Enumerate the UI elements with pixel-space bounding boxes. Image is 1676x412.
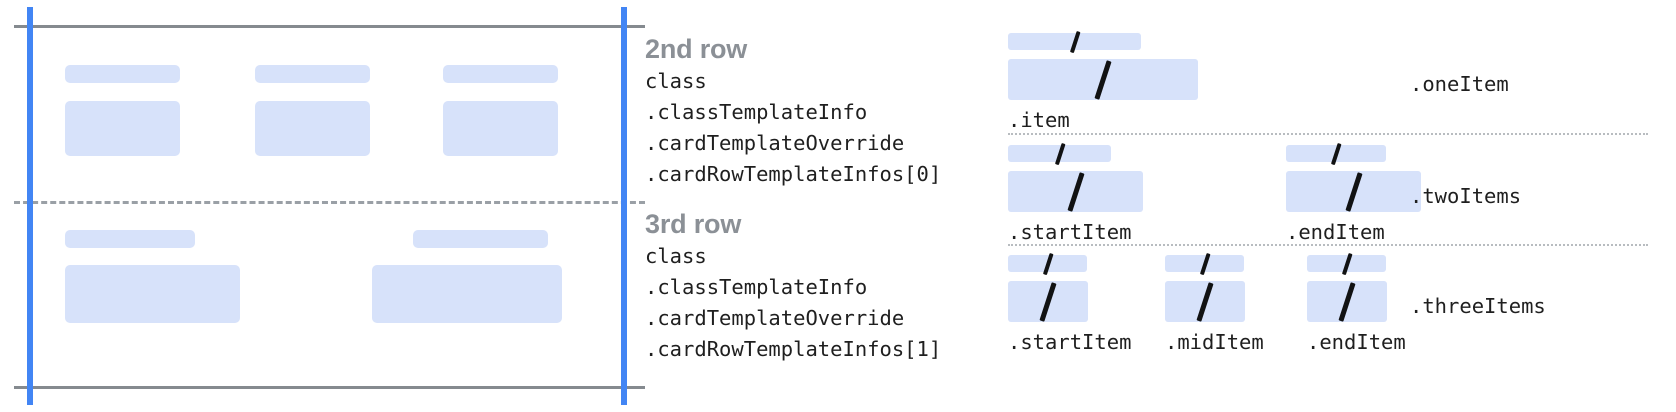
item-label-slot — [1307, 252, 1386, 275]
placeholder-label-bar — [413, 230, 548, 248]
row-code-line: .cardRowTemplateInfos[1] — [645, 337, 942, 361]
item-label-slot — [1165, 252, 1244, 275]
slash-icon — [1341, 252, 1352, 275]
slash-icon — [1039, 281, 1057, 322]
slash-icon — [1344, 171, 1363, 212]
variant-group-label: .threeItems — [1410, 294, 1546, 318]
variant-separator-dotted — [1008, 244, 1648, 246]
row-title: 3rd row — [645, 209, 742, 239]
item-slot-group: .startItem — [1008, 142, 1143, 245]
placeholder-body-block — [65, 101, 180, 156]
item-label-slot — [1008, 252, 1087, 275]
placeholder-label-bar — [443, 65, 558, 83]
placeholder-body-block — [65, 265, 240, 323]
row-title: 2nd row — [645, 34, 748, 64]
slash-icon — [1199, 252, 1210, 275]
third-row-annotation: 3rd row class .classTemplateInfo .cardTe… — [645, 207, 975, 365]
item-label-slot — [1008, 142, 1111, 165]
slash-icon — [1066, 171, 1085, 212]
slash-icon — [1069, 30, 1080, 53]
item-slot-group: .endItem — [1307, 252, 1406, 355]
second-row-annotation: 2nd row class .classTemplateInfo .cardTe… — [645, 32, 975, 190]
item-slot-group: .midItem — [1165, 252, 1264, 355]
placeholder-label-bar — [65, 65, 180, 83]
card-left-guide-line — [27, 7, 33, 405]
item-slot-group: .item — [1008, 30, 1198, 133]
item-caption: .startItem — [1008, 220, 1132, 244]
item-body-slot — [1286, 171, 1421, 212]
item-caption: .endItem — [1307, 330, 1406, 354]
placeholder-body-block — [372, 265, 562, 323]
item-body-slot — [1165, 281, 1245, 322]
variant-separator-dotted — [1008, 133, 1648, 135]
slash-icon — [1330, 142, 1342, 165]
row-code-line: class — [645, 244, 707, 268]
item-slot-group: .startItem — [1008, 252, 1132, 355]
slash-icon — [1094, 59, 1112, 100]
row-code-line: .classTemplateInfo — [645, 100, 868, 124]
item-caption: .midItem — [1165, 330, 1264, 354]
item-slot-group: .endItem — [1286, 142, 1421, 245]
row-divider-dashed-line — [14, 201, 645, 204]
item-variants-panel: .item .oneItem .startItem — [1000, 0, 1676, 412]
item-body-slot — [1307, 281, 1387, 322]
item-caption: .startItem — [1008, 330, 1132, 354]
slash-icon — [1042, 252, 1053, 275]
row-code-line: .cardTemplateOverride — [645, 306, 905, 330]
item-caption: .endItem — [1286, 220, 1385, 244]
item-label-slot — [1008, 30, 1141, 53]
variant-group-label: .twoItems — [1410, 184, 1522, 208]
row-code-line: .classTemplateInfo — [645, 275, 868, 299]
placeholder-body-block — [443, 101, 558, 156]
variant-group-label: .oneItem — [1410, 72, 1509, 96]
item-body-slot — [1008, 59, 1198, 100]
item-body-slot — [1008, 171, 1143, 212]
slash-icon — [1196, 281, 1214, 322]
placeholder-label-bar — [65, 230, 195, 248]
placeholder-body-block — [255, 101, 370, 156]
item-body-slot — [1008, 281, 1088, 322]
item-caption: .item — [1008, 108, 1070, 132]
row-code-line: class — [645, 69, 707, 93]
item-label-slot — [1286, 142, 1386, 165]
card-top-boundary-line — [14, 25, 645, 28]
card-bottom-boundary-line — [14, 386, 645, 389]
placeholder-label-bar — [255, 65, 370, 83]
slash-icon — [1054, 142, 1065, 165]
slash-icon — [1338, 281, 1356, 322]
row-code-line: .cardRowTemplateInfos[0] — [645, 162, 942, 186]
card-right-guide-line — [621, 7, 627, 405]
row-code-line: .cardTemplateOverride — [645, 131, 905, 155]
